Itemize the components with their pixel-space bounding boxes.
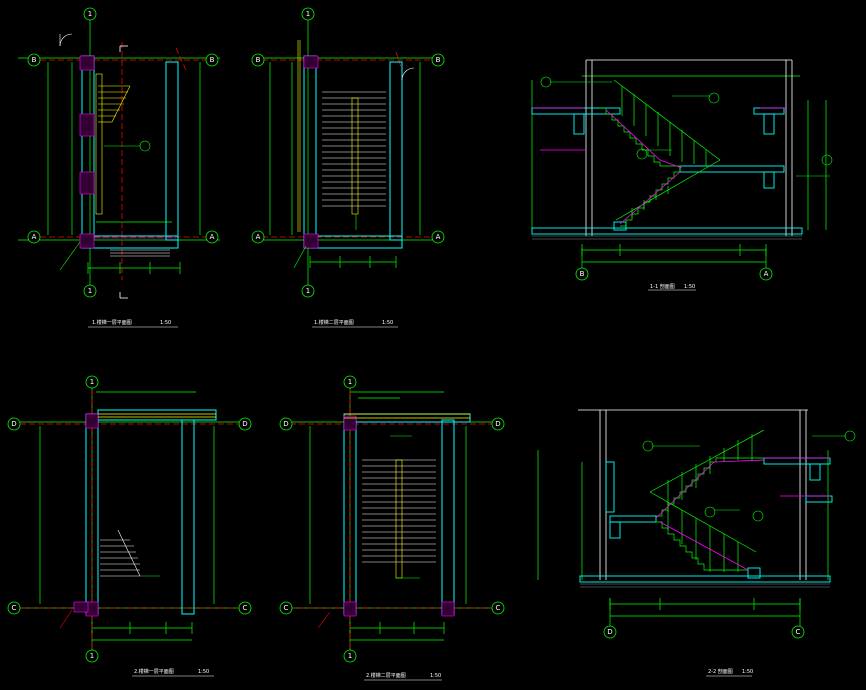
section-2-floors (579, 457, 833, 583)
plan-3-axis-bubbles (7, 375, 252, 663)
plan-2-axis-A-right: A (436, 233, 441, 241)
section-1-stair-flight (600, 79, 721, 227)
section-2-hatch-ground (580, 583, 830, 588)
plan-2-axis-1-bottom: 1 (306, 287, 310, 295)
plan-1-stair (59, 33, 131, 215)
section-1-axis-B: B (580, 270, 585, 278)
plan-2-axis-lines (262, 51, 436, 238)
plan-1-section-marks (119, 45, 128, 299)
plan-1-scale: 1:50 (160, 320, 171, 326)
plan-1-walls (81, 55, 179, 249)
section-1-floors (531, 107, 803, 235)
section-1-title: 1-1 剖面图 (650, 283, 675, 290)
plan-3-axis-1-top: 1 (90, 378, 94, 386)
plan-2-axis-B-right: B (436, 56, 441, 64)
plan-1-axis-A-left: A (32, 233, 37, 241)
plan-2-axis-B-left: B (256, 56, 261, 64)
plan-3-title: 2.楼梯一层平面图 (134, 668, 174, 675)
plan-1-window (110, 249, 170, 257)
plan-2-axis-bubbles (251, 7, 445, 298)
plan-4-yellow-edge (344, 413, 470, 419)
plan-1-title: 1.楼梯一层平面图 (92, 319, 132, 326)
plan-1-wall-hatch (79, 55, 176, 249)
section-2-axis-bubbles (603, 625, 805, 639)
plan-3-leader (59, 609, 73, 629)
plan-4-axis-2-bottom: 1 (348, 652, 352, 660)
plan-3-scale: 1:50 (198, 669, 209, 675)
plan-4-axis-C-left: C (284, 604, 289, 612)
plan-4-title: 2.楼梯二层平面图 (366, 672, 406, 679)
section-2-axis-C: C (796, 628, 801, 636)
section-1-hatch-ground (532, 235, 802, 240)
plan-3-stair (100, 529, 160, 577)
plan-4-axis-D-left: D (283, 420, 288, 428)
plan-3-axis-D-right: D (242, 420, 247, 428)
plan-1-axis-A-right: A (210, 233, 215, 241)
section-1-hatch (532, 107, 786, 225)
plan-1-axis-bubbles (27, 7, 219, 298)
section-2-dimensions (537, 450, 829, 626)
plan-1-axis-B-right: B (210, 56, 215, 64)
section-2-title: 2-2 剖面图 (708, 668, 733, 675)
plan-4-scale: 1:50 (430, 673, 441, 679)
plan-2-scale: 1:50 (382, 320, 393, 326)
section-2-stair-flight (649, 429, 765, 572)
section-1-scale: 1:50 (684, 284, 695, 290)
plan-3-yellow-edge (98, 413, 216, 418)
plan-4-wall-hatch (343, 415, 455, 617)
plan-1-leader (59, 140, 151, 271)
plan-1-axis-1-top: 1 (88, 10, 92, 18)
plan-2-wall-hatch (303, 55, 319, 249)
plan-2: 1 1 B A B A 1.楼梯二层平面图 1:50 (251, 7, 445, 328)
plan-2-stair (297, 40, 415, 232)
section-1-walls (585, 59, 793, 236)
plan-3-axis-C-left: C (12, 604, 17, 612)
section-2-leaders (642, 430, 856, 522)
plan-4-axis-2-top: 1 (348, 378, 352, 386)
plan-3-axis-1-bottom: 1 (90, 652, 94, 660)
section-2-walls (578, 409, 808, 580)
plan-4: 1 1 D C D C 2.楼梯二层平面图 1:50 (279, 375, 505, 681)
plan-3-axis-D-left: D (11, 420, 16, 428)
plan-1-axis-1-bottom: 1 (88, 287, 92, 295)
plan-4-axis-C-right: C (496, 604, 501, 612)
section-1-axis-A: A (764, 270, 769, 278)
plan-2-axis-1-top: 1 (306, 10, 310, 18)
section-1: B A 1-1 剖面图 1:50 (531, 59, 833, 291)
plan-1-axis-lines (40, 42, 212, 280)
plan-1-axis-B-left: B (32, 56, 37, 64)
plan-2-leader (293, 214, 357, 269)
section-2-hatch (655, 457, 830, 571)
plan-3-walls (85, 409, 217, 615)
section-2-scale: 1:50 (742, 669, 753, 675)
plan-4-axis-bubbles (279, 375, 505, 663)
plan-3-wall-hatch (73, 413, 99, 617)
plan-4-stair (362, 435, 436, 579)
section-2: D C 2-2 剖面图 1:50 (537, 409, 856, 677)
plan-2-title: 1.楼梯二层平面图 (314, 319, 354, 326)
section-2-axis-D: D (607, 628, 612, 636)
plan-1: 1 1 B A B A 1.楼梯一层平面图 1:50 (18, 7, 220, 328)
plan-4-axis-D-right: D (495, 420, 500, 428)
section-1-dimensions (531, 75, 827, 270)
plan-2-axis-A-left: A (256, 233, 261, 241)
section-1-leaders (540, 76, 833, 177)
plan-3: 1 1 D C D C 2.楼梯一层平面图 1:50 (7, 375, 252, 677)
plan-4-leader (317, 611, 331, 629)
plan-3-axis-C-right: C (243, 604, 248, 612)
section-1-axis-bubbles (575, 267, 773, 281)
